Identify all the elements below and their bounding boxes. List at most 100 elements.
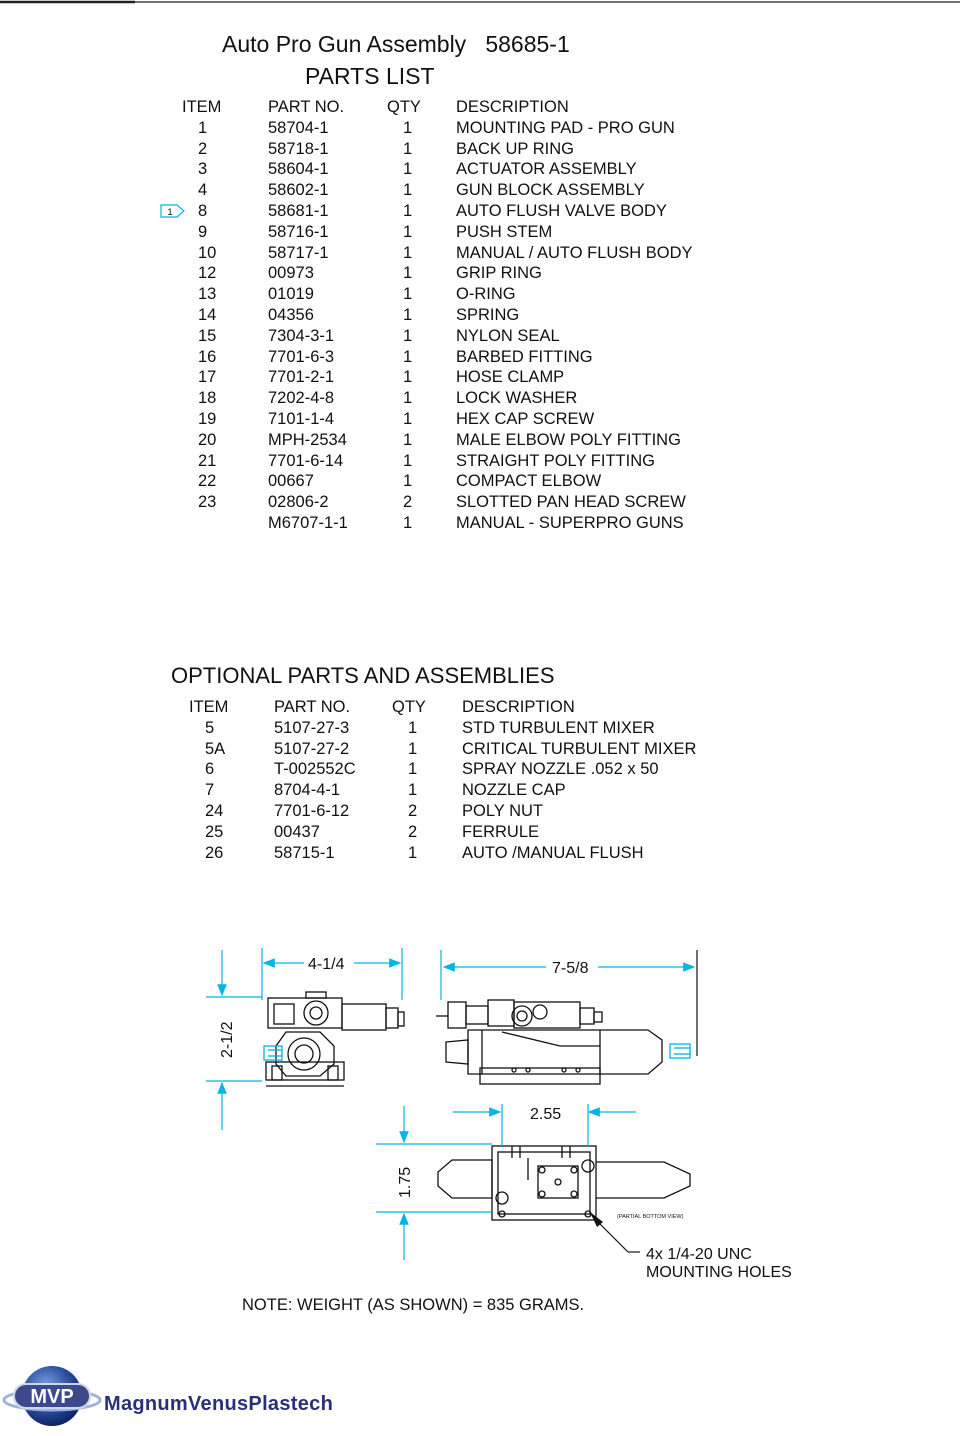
cell-item: 17 [198,368,217,387]
cell-qty: 1 [403,139,413,158]
revision-flag-icon: 1 [160,204,185,218]
cell-qty: 1 [408,739,418,758]
column-header-description: DESCRIPTION [456,98,569,116]
bottom-view-dimensions [376,1104,636,1260]
cell-item: 7 [205,781,215,800]
cell-description: CRITICAL TURBULENT MIXER [462,739,697,758]
cell-item: 25 [205,822,224,841]
cell-part-no: 7701-6-14 [268,451,344,470]
cell-qty: 1 [403,222,413,241]
cell-description: AUTO /MANUAL FLUSH [462,843,644,862]
cell-description: NOZZLE CAP [462,781,566,800]
document-title: Auto Pro Gun Assembly 58685-1 [222,31,570,57]
cell-description: MALE ELBOW POLY FITTING [456,430,681,449]
column-header-qty: QTY [387,98,421,116]
cell-description: GUN BLOCK ASSEMBLY [456,181,645,200]
column-header-qty: QTY [392,698,426,716]
cell-part-no: 8704-4-1 [274,781,341,800]
cell-qty: 1 [403,451,413,470]
cell-item: 1 [198,118,208,137]
cell-part-no: 7701-6-12 [274,801,350,820]
side-view-dimensions [440,950,698,1056]
cell-item: 12 [198,264,217,283]
company-name: MagnumVenusPlastech [104,1393,334,1415]
cell-part-no: 58681-1 [268,201,329,220]
dimension-label-length: 7-5/8 [552,960,589,977]
cell-qty: 1 [403,305,413,324]
assembly-drawing: 4-1/4 2-1/2 7-5/8 [206,948,792,1281]
cell-qty: 1 [408,760,418,779]
cell-part-no: 5107-27-2 [274,739,350,758]
cell-description: NYLON SEAL [456,326,560,345]
table-row: 14 04356 1 SPRING [182,305,736,326]
cell-qty: 1 [403,181,413,200]
cell-description: MANUAL / AUTO FLUSH BODY [456,243,693,262]
cell-part-no: M6707-1-1 [268,513,348,532]
cell-item: 14 [198,305,217,324]
cell-description: BACK UP RING [456,139,574,158]
callout-mounting-holes: MOUNTING HOLES [646,1264,792,1281]
column-header-part-no: PART NO. [268,98,345,116]
optional-parts-header-row: ITEM PART NO. QTY DESCRIPTION [189,697,742,718]
cell-description: HEX CAP SCREW [456,409,595,428]
cell-item: 24 [205,801,224,820]
cell-part-no: 58717-1 [268,243,329,262]
cell-part-no: 7202-4-8 [268,389,335,408]
cell-description: FERRULE [462,822,540,841]
cell-part-no: 7701-6-3 [268,347,335,366]
cell-part-no: 04356 [268,305,314,324]
cell-qty: 1 [403,326,413,345]
weight-note: NOTE: WEIGHT (AS SHOWN) = 835 GRAMS. [242,1296,585,1314]
table-row: 24 7701-6-12 2 POLY NUT [189,801,742,822]
cell-description: ACTUATOR ASSEMBLY [456,160,637,179]
cell-item: 6 [205,760,215,779]
cell-item: 16 [198,347,217,366]
cell-part-no: 00973 [268,264,314,283]
partial-bottom-view-label: (PARTIAL BOTTOM VIEW) [617,1214,684,1220]
cell-item: 21 [198,451,217,470]
dimension-label-height: 2-1/2 [219,1021,236,1058]
cell-qty: 1 [403,160,413,179]
dimension-label-bottom-height: 1.75 [397,1167,414,1198]
cell-description: STD TURBULENT MIXER [462,718,655,737]
cell-part-no: 58704-1 [268,118,329,137]
cell-description: GRIP RING [456,264,542,283]
cell-qty: 2 [408,801,418,820]
cell-part-no: 58715-1 [274,843,335,862]
table-row: 5A 5107-27-2 1 CRITICAL TURBULENT MIXER [189,739,742,760]
cell-item: 8 [198,201,208,220]
cell-part-no: MPH-2534 [268,430,347,449]
cell-qty: 1 [403,118,413,137]
cell-item: 5A [205,739,226,758]
cell-description: SPRAY NOZZLE .052 x 50 [462,760,659,779]
cell-qty: 1 [403,513,413,532]
cell-description: LOCK WASHER [456,389,578,408]
cell-description: SPRING [456,305,520,324]
cell-part-no: 7701-2-1 [268,368,335,387]
cell-description: AUTO FLUSH VALVE BODY [456,201,667,220]
cell-description: HOSE CLAMP [456,368,565,387]
cell-qty: 1 [403,389,413,408]
cell-item: 2 [198,139,208,158]
cell-qty: 1 [403,264,413,283]
cell-description: SLOTTED PAN HEAD SCREW [456,493,686,512]
callout-thread-size: 4x 1/4-20 UNC [646,1246,752,1263]
cell-description: POLY NUT [462,801,543,820]
cell-part-no: 7304-3-1 [268,326,335,345]
front-view-highlight [263,1045,283,1061]
